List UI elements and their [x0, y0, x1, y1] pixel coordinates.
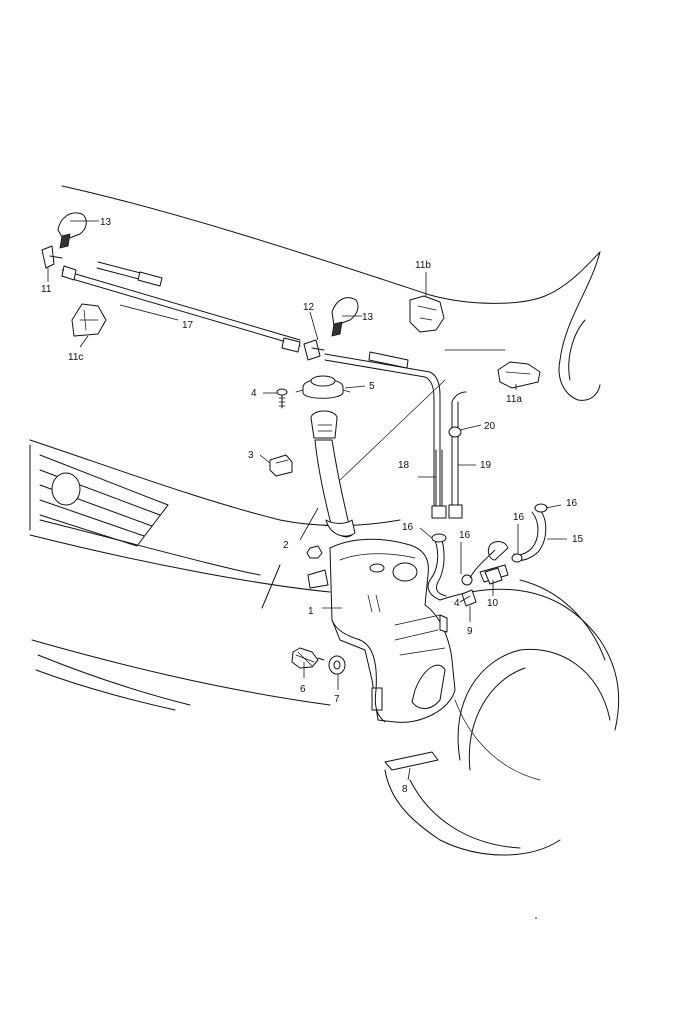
callout-6: 6 — [300, 684, 306, 695]
callout-7: 7 — [334, 694, 340, 705]
callout-17: 17 — [182, 320, 194, 331]
nozzle-assemblies — [41, 212, 541, 389]
callout-5: 5 — [369, 381, 375, 392]
stray-dot — [535, 917, 537, 919]
vehicle-body-outline — [29, 185, 620, 856]
pad-part-8 — [384, 751, 439, 771]
callout-10: 10 — [487, 598, 499, 609]
callout-4-bottom: 4 — [454, 598, 460, 609]
callout-11c: 11c — [68, 352, 83, 363]
callout-3: 3 — [248, 450, 254, 461]
washer-pump — [291, 647, 325, 669]
callout-labels: 1 2 3 4 4 5 6 7 8 9 10 11 11a 11b 11c 12… — [41, 217, 584, 795]
nut — [306, 545, 323, 559]
pump-connectors — [461, 567, 503, 607]
callout-8: 8 — [402, 784, 408, 795]
hose-lines — [61, 261, 548, 601]
clip-part-3 — [269, 454, 293, 477]
callout-9: 9 — [467, 626, 473, 637]
callout-20: 20 — [484, 421, 496, 432]
callout-1: 1 — [308, 606, 314, 617]
callout-18: 18 — [398, 460, 410, 471]
screw-part-4 — [276, 388, 288, 409]
callout-19: 19 — [480, 460, 492, 471]
callout-16-b: 16 — [459, 530, 471, 541]
callout-4-top: 4 — [251, 388, 257, 399]
callout-12: 12 — [303, 302, 315, 313]
filler-neck — [310, 410, 356, 538]
washer-reservoir — [307, 538, 456, 723]
reservoir-cap — [295, 375, 351, 399]
callout-16-a: 16 — [402, 522, 414, 533]
callout-15: 15 — [572, 534, 584, 545]
grommet — [328, 655, 346, 675]
callout-11: 11 — [41, 284, 52, 295]
callout-16-d: 16 — [566, 498, 578, 509]
leader-lines — [47, 220, 567, 781]
callout-11a: 11a — [506, 394, 522, 405]
callout-2: 2 — [283, 540, 289, 551]
callout-13-right: 13 — [362, 312, 374, 323]
callout-11b: 11b — [415, 260, 431, 271]
callout-16-c: 16 — [513, 512, 525, 523]
callout-13-left: 13 — [100, 217, 112, 228]
